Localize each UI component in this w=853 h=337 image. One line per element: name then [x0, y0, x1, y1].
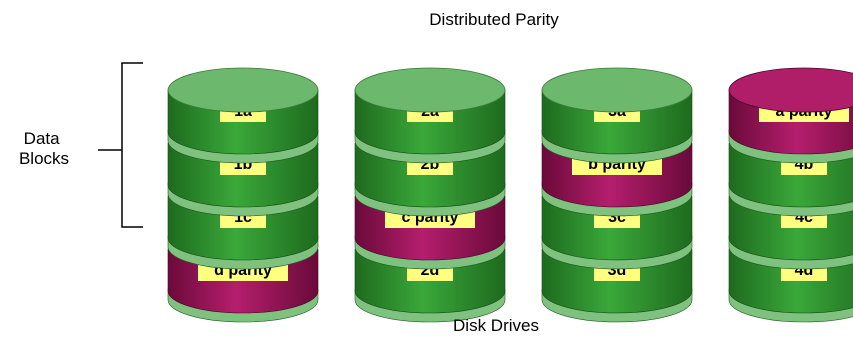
disk-top-cap	[728, 67, 853, 113]
bracket-label: Data Blocks	[19, 129, 69, 168]
diagram-footer: Disk Drives	[453, 316, 539, 335]
disk-top-cap	[167, 67, 319, 113]
bracket-label-line-1: Data	[24, 129, 60, 148]
bracket-label-line-2: Blocks	[19, 149, 69, 168]
diagram-title: Distributed Parity	[429, 10, 559, 29]
disk-top-cap	[541, 67, 693, 113]
disk-top-cap	[354, 67, 506, 113]
disk-4: 4d4c4ba parity	[728, 67, 853, 323]
disk-1: d parity1c1b1a	[167, 67, 319, 323]
disk-drives: d parity1c1b1a2dc parity2b2a3d3cb parity…	[167, 67, 853, 323]
data-blocks-bracket	[98, 62, 143, 228]
disk-2: 2dc parity2b2a	[354, 67, 506, 323]
